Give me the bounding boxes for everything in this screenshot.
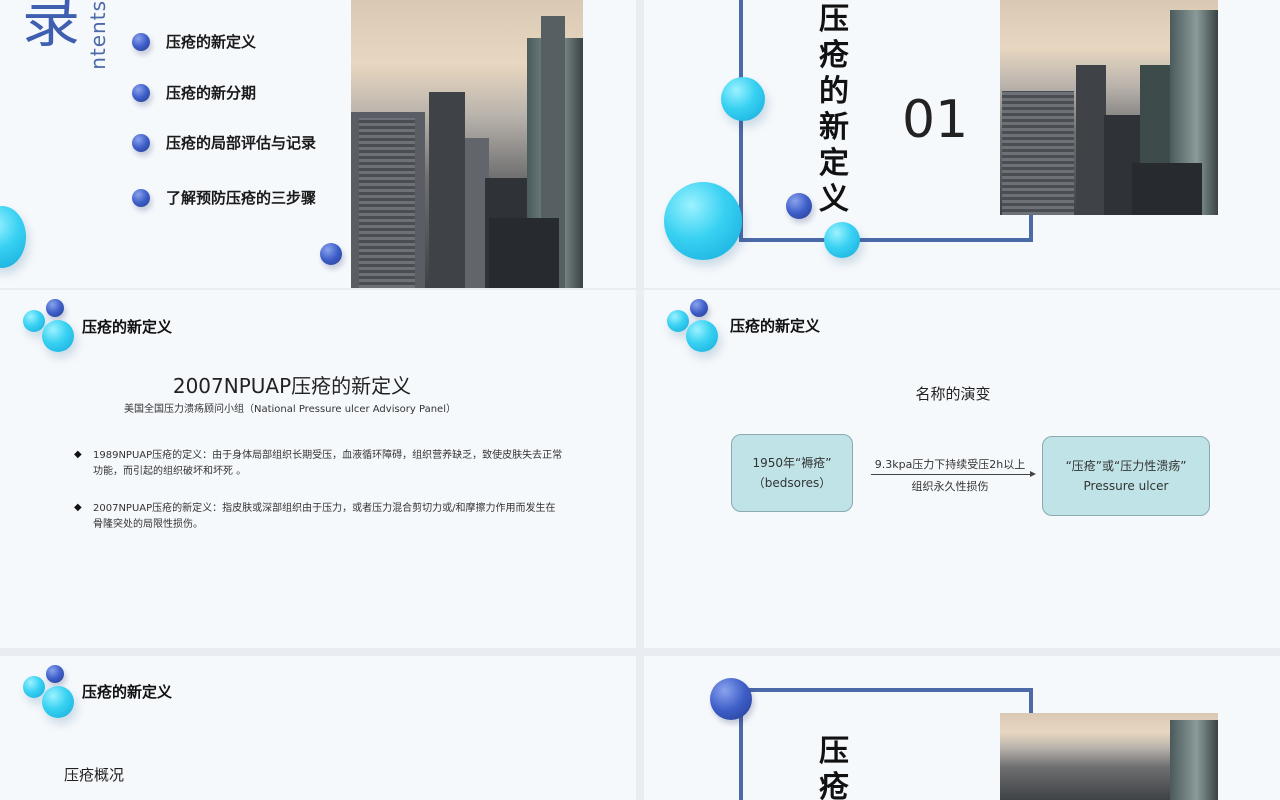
toc-contents-word: ntents xyxy=(86,0,110,70)
slide-definition[interactable]: 压疮的新定义 2007NPUAP压疮的新定义 美国全国压力溃疡顾问小组（Nati… xyxy=(0,290,636,648)
toc-item-label: 压疮的局部评估与记录 xyxy=(166,134,317,152)
bullet-item: ◆ 2007NPUAP压疮的新定义：指皮肤或深部组织由于压力，或者压力混合剪切力… xyxy=(74,501,594,533)
slide-name-evolution[interactable]: 压疮的新定义 名称的演变 1950年“褥疮” （bedsores） 9.3kpa… xyxy=(644,290,1280,648)
arrow-top-label: 9.3kpa压力下持续受压2h以上 xyxy=(874,458,1026,471)
toc-item-label: 压疮的新定义 xyxy=(166,33,257,51)
logo-ball-cyan xyxy=(42,686,74,718)
decor-ball-cyan-large xyxy=(664,182,742,260)
logo-ball-navy xyxy=(46,665,64,683)
logo-ball-cyan-small xyxy=(667,310,689,332)
arrow-bottom-label: 组织永久性损伤 xyxy=(911,480,989,493)
bullet-ball-icon xyxy=(132,188,150,207)
toc-item[interactable]: 了解预防压疮的三步骤 xyxy=(132,187,316,208)
logo-ball-cyan xyxy=(686,320,718,352)
city-photo xyxy=(1000,0,1218,215)
toc-item-label: 压疮的新分期 xyxy=(166,84,257,102)
toc-item[interactable]: 压疮的局部评估与记录 xyxy=(132,132,316,153)
term-box-line: （bedsores） xyxy=(752,476,832,490)
arrow-head-icon xyxy=(1030,471,1036,477)
frame-line-top xyxy=(739,688,1031,692)
decor-ball-navy xyxy=(320,243,342,265)
frame-line-left xyxy=(739,688,743,800)
diamond-bullet-icon: ◆ xyxy=(74,502,82,513)
diamond-bullet-icon: ◆ xyxy=(74,449,82,460)
term-box-line: Pressure ulcer xyxy=(1083,479,1169,493)
arrow-line xyxy=(871,474,1031,475)
bullet-ball-icon xyxy=(132,133,150,152)
slide-header: 压疮的新定义 xyxy=(730,317,821,335)
section-title-vertical: 压疮 xyxy=(819,734,849,800)
logo-ball-cyan xyxy=(42,320,74,352)
section-title-vertical: 压疮的新定义 xyxy=(819,2,849,217)
logo-ball-cyan-small xyxy=(23,310,45,332)
slide-section-01[interactable]: 压疮的新定义 01 xyxy=(644,0,1280,288)
toc-item-label: 了解预防压疮的三步骤 xyxy=(166,189,317,207)
toc-item[interactable]: 压疮的新分期 xyxy=(132,82,256,103)
city-photo xyxy=(351,0,583,288)
frame-line-bottom xyxy=(739,238,1031,242)
slide-title: 2007NPUAP压疮的新定义 xyxy=(172,374,412,398)
slide-header: 压疮的新定义 xyxy=(82,318,173,336)
logo-ball-navy xyxy=(46,299,64,317)
decor-ball-cyan xyxy=(0,206,26,268)
term-box-old: 1950年“褥疮” （bedsores） xyxy=(731,434,853,512)
logo-ball-navy xyxy=(690,299,708,317)
bullet-ball-icon xyxy=(132,32,150,51)
slide-subtitle: 美国全国压力溃疡顾问小组（National Pressure ulcer Adv… xyxy=(123,404,456,415)
section-subtitle: 压疮概况 xyxy=(64,766,125,784)
city-photo xyxy=(1000,713,1218,800)
bullet-line: 1989NPUAP压疮的定义：由于身体局部组织长期受压，血液循环障碍，组织营养缺… xyxy=(93,450,563,461)
frame-line-right xyxy=(1029,210,1033,242)
bullet-line: 骨隆突处的局限性损伤。 xyxy=(93,519,203,530)
bullet-line: 功能，而引起的组织破坏和坏死 。 xyxy=(93,466,247,477)
decor-ball-cyan xyxy=(721,77,765,121)
frame-line-right xyxy=(1029,688,1033,714)
term-box-new: “压疮”或“压力性溃疡” Pressure ulcer xyxy=(1042,436,1210,516)
section-number: 01 xyxy=(902,90,969,150)
slide-overview[interactable]: 压疮的新定义 压疮概况 xyxy=(0,656,636,800)
decor-ball-navy xyxy=(786,193,812,219)
decor-ball-navy xyxy=(710,678,752,720)
term-box-line: “压疮”或“压力性溃疡” xyxy=(1065,459,1187,473)
decor-ball-cyan-small xyxy=(824,222,860,258)
frame-line-left xyxy=(739,0,743,242)
slide-title: 名称的演变 xyxy=(915,385,991,403)
toc-title-char: 录 xyxy=(22,0,81,55)
slide-header: 压疮的新定义 xyxy=(82,683,173,701)
term-box-line: 1950年“褥疮” xyxy=(752,456,832,470)
slide-section-repeat[interactable]: 压疮 xyxy=(644,656,1280,800)
slide-contents[interactable]: 录 ntents 压疮的新定义 压疮的新分期 压疮的局部评估与记录 了解预防压疮… xyxy=(0,0,636,288)
toc-item[interactable]: 压疮的新定义 xyxy=(132,31,256,52)
bullet-item: ◆ 1989NPUAP压疮的定义：由于身体局部组织长期受压，血液循环障碍，组织营… xyxy=(74,448,594,480)
bullet-line: 2007NPUAP压疮的新定义：指皮肤或深部组织由于压力，或者压力混合剪切力或/… xyxy=(93,503,556,514)
bullet-ball-icon xyxy=(132,83,150,102)
logo-ball-cyan-small xyxy=(23,676,45,698)
